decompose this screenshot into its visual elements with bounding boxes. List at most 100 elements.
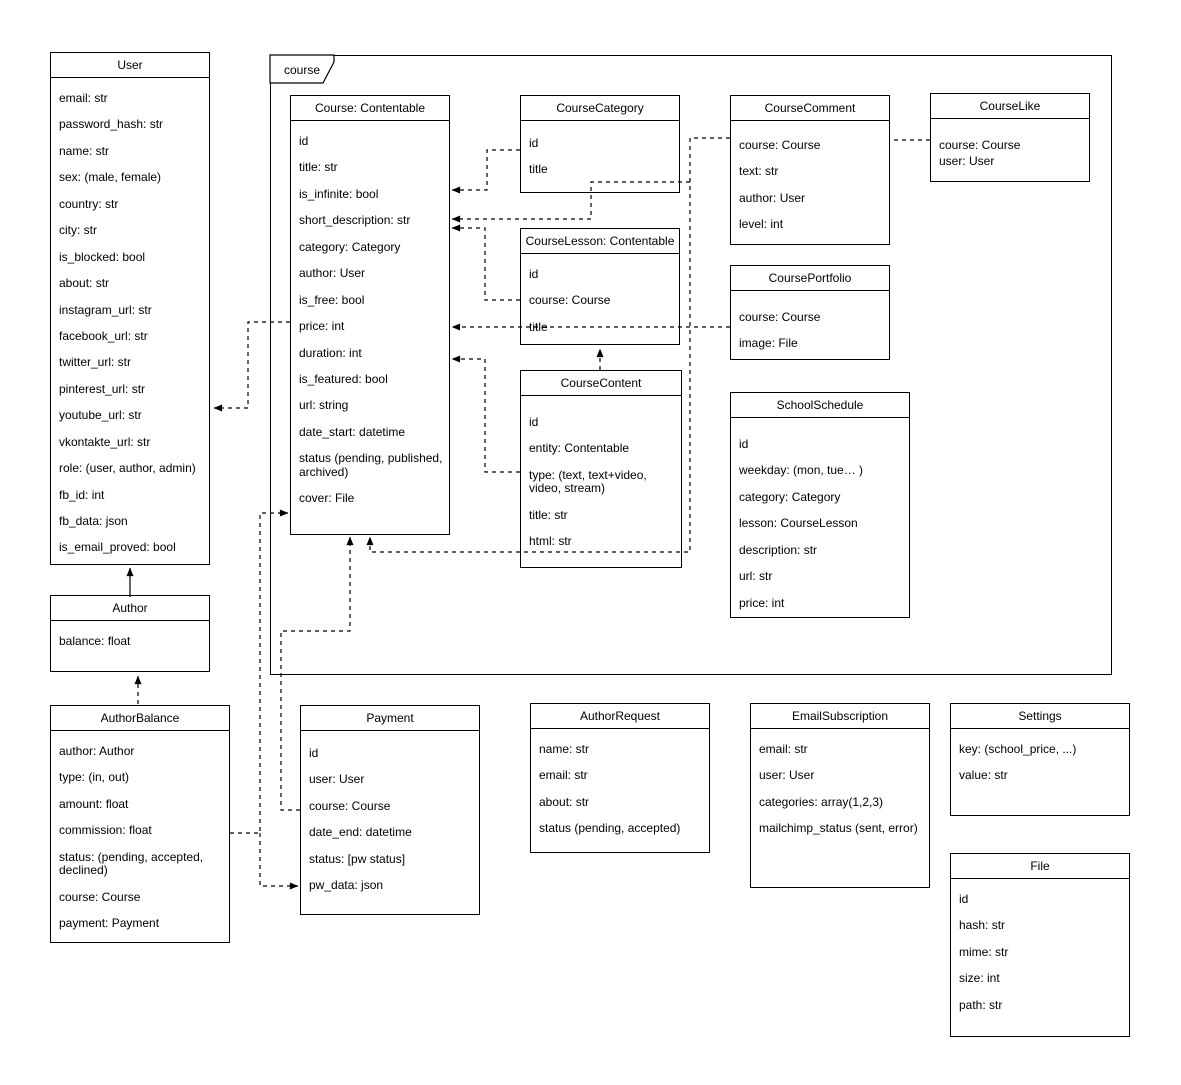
field-row: course: Course [939,138,1021,152]
field-row: title [529,319,548,334]
entity-file-fields: id hash: str mime: str size: int path: str [951,879,1129,1012]
field-row: author: User [299,266,366,281]
field-row: course: Course [739,138,821,152]
entity-user-title: User [51,53,209,78]
entity-author[interactable]: Author balance: float [50,595,210,672]
field-row: url: string [299,398,349,413]
entity-school-schedule-title: SchoolSchedule [731,393,909,418]
field-row: fb_id: int [59,487,105,502]
entity-course-content-title: CourseContent [521,371,681,396]
field-row: email: str [59,91,108,105]
field-row: vkontakte_url: str [59,434,151,449]
entity-course-like[interactable]: CourseLike course: Course user: User [930,93,1090,182]
field-row: category: Category [739,489,841,504]
field-row: categories: array(1,2,3) [759,794,884,809]
field-row: id [529,415,539,429]
entity-settings-fields: key: (school_price, ...) value: str [951,729,1129,783]
field-row: id [959,892,969,906]
field-row: type: (text, text+video, video, stream) [529,467,647,496]
field-row: text: str [739,164,779,179]
field-row: is_featured: bool [299,371,388,386]
field-row: id [529,136,539,150]
field-row: value: str [959,768,1008,783]
entity-author-fields: balance: float [51,621,209,648]
field-row: country: str [59,196,119,211]
field-row: price: int [739,595,785,610]
field-row: date_end: datetime [309,825,412,840]
field-row: mailchimp_status (sent, error) [759,821,918,836]
field-row: user: User [939,154,995,169]
field-row: email: str [759,742,808,756]
field-row: pinterest_url: str [59,381,146,396]
field-row: short_description: str [299,213,411,228]
field-row: status (pending, published, archived) [299,451,443,479]
field-row: url: str [739,569,773,584]
field-row: balance: float [59,634,131,648]
field-row: status: [pw status] [309,851,406,866]
field-row: status: (pending, accepted, declined) [59,849,204,878]
entity-school-schedule[interactable]: SchoolSchedule id weekday: (mon, tue… ) ca… [730,392,910,618]
field-row: course: Course [59,889,141,904]
field-row: title: str [299,160,338,175]
field-row: key: (school_price, ...) [959,742,1077,756]
field-row: course: Course [309,798,391,813]
field-row: path: str [959,997,1003,1012]
field-row: price: int [299,319,345,334]
field-row: date_start: datetime [299,424,406,439]
entity-author-balance-title: AuthorBalance [51,706,229,731]
field-row: user: User [309,772,365,787]
field-row: id [739,437,749,451]
field-row: course: Course [529,293,611,308]
entity-course-like-title: CourseLike [931,94,1089,119]
field-row: category: Category [299,239,401,254]
field-row: title: str [529,507,568,522]
field-row: id [309,746,319,760]
entity-settings-title: Settings [951,704,1129,729]
field-row: password_hash: str [59,117,164,132]
field-row: weekday: (mon, tue… ) [739,463,864,478]
field-row: is_free: bool [299,292,365,307]
field-row: course: Course [739,310,821,324]
field-row: pw_data: json [309,878,384,893]
field-row: role: (user, author, admin) [59,461,196,476]
field-row: mime: str [959,944,1009,959]
field-row: is_infinite: bool [299,186,379,201]
field-row: is_email_proved: bool [59,540,176,555]
field-row: city: str [59,223,97,238]
field-row: name: str [539,742,590,756]
field-row: commission: float [59,823,152,838]
field-row: payment: Payment [59,916,160,931]
field-row: level: int [739,217,784,232]
field-row: sex: (male, female) [59,170,162,185]
field-row: youtube_url: str [59,408,142,423]
field-row: fb_data: json [59,514,128,528]
field-row: is_blocked: bool [59,249,146,264]
field-row: status (pending, accepted) [539,821,681,836]
entity-settings[interactable]: Settings key: (school_price, ...) value: … [950,703,1130,816]
field-row: size: int [959,971,1000,986]
entity-email-subscription-title: EmailSubscription [751,704,929,729]
field-row: type: (in, out) [59,770,130,785]
connector-authorbalance-to-payment [259,833,299,890]
entity-author-request-title: AuthorRequest [531,704,709,729]
field-row: email: str [539,768,588,783]
field-row: hash: str [959,918,1006,933]
